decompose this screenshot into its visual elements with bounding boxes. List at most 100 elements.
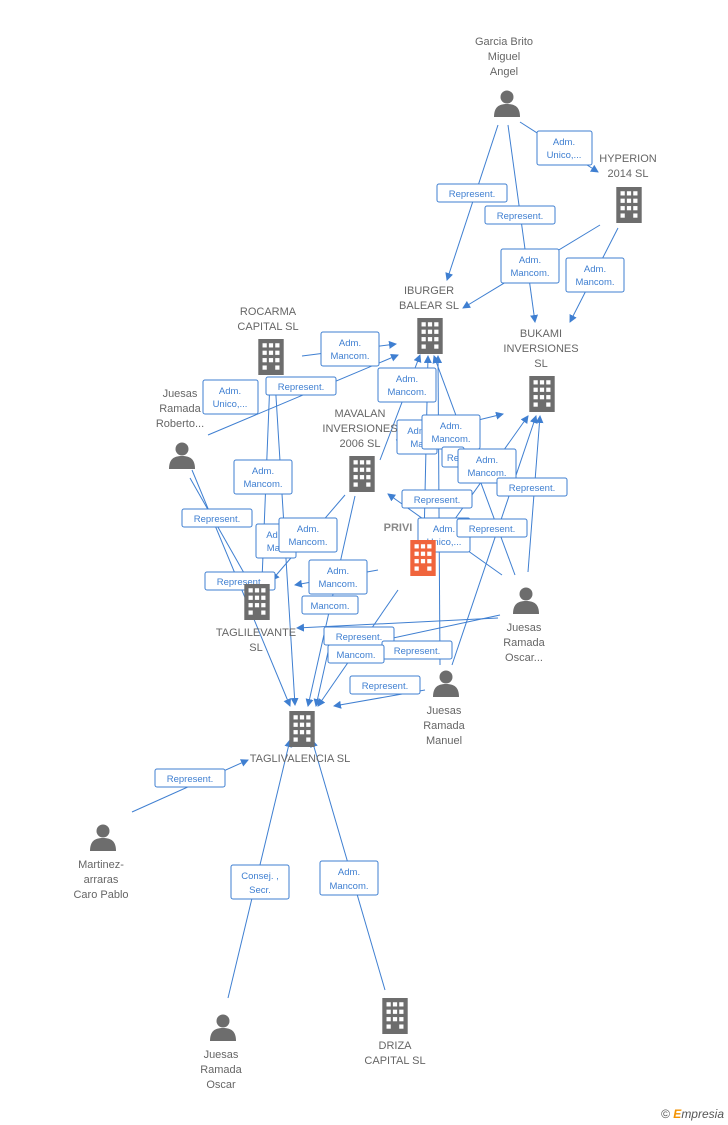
edge-label-represent[interactable]: Represent. (456, 518, 528, 538)
svg-text:Represent.: Represent. (449, 189, 495, 200)
brand-logo-text: mpresia (681, 1107, 724, 1121)
svg-text:Ramada: Ramada (159, 403, 201, 415)
edge-label-adm-mancom[interactable]: Adm.Mancom. (377, 367, 437, 403)
svg-text:Mancom.: Mancom. (431, 434, 470, 445)
svg-text:Mancom.: Mancom. (387, 387, 426, 398)
edge-label-adm-mancom[interactable]: Adm.Mancom. (500, 248, 560, 284)
svg-text:Mancom.: Mancom. (318, 579, 357, 590)
edge-label-consej-secr[interactable]: Consej. ,Secr. (230, 864, 290, 900)
person-icon (90, 824, 116, 851)
svg-text:PRIVI: PRIVI (384, 522, 413, 534)
svg-text:Ramada: Ramada (423, 720, 465, 732)
node-taglivalencia[interactable]: TAGLIVALENCIA SL (250, 711, 350, 765)
svg-text:ROCARMA: ROCARMA (240, 306, 297, 318)
building-icon (410, 540, 436, 576)
svg-text:Miguel: Miguel (488, 51, 520, 63)
svg-text:Adm: Adm (266, 530, 286, 541)
person-icon (169, 442, 195, 469)
svg-text:MAVALAN: MAVALAN (335, 408, 386, 420)
node-juesas-oscar[interactable]: Juesas Ramada Oscar (200, 1014, 243, 1092)
node-juesas-oscar-dots[interactable]: Juesas Ramada Oscar... (503, 587, 546, 665)
person-icon (210, 1014, 236, 1041)
node-garcia-brito[interactable]: Garcia Brito Miguel Angel (475, 36, 533, 117)
svg-text:TAGLILEVANTE: TAGLILEVANTE (216, 627, 296, 639)
node-rocarma[interactable]: ROCARMA CAPITAL SL (237, 306, 299, 375)
brand-logo-mark: E (673, 1107, 682, 1121)
svg-text:Represent.: Represent. (336, 632, 382, 643)
svg-text:Represent.: Represent. (362, 681, 408, 692)
svg-text:2014 SL: 2014 SL (608, 168, 649, 180)
node-bukami[interactable]: BUKAMI INVERSIONES SL (503, 328, 579, 412)
edge-label-adm-unico[interactable]: Adm.Unico,... (536, 130, 593, 166)
node-hyperion[interactable]: HYPERION 2014 SL (599, 153, 657, 223)
node-privi[interactable]: PRIVI (384, 522, 436, 576)
edge-label-represent[interactable]: Represent. (381, 640, 453, 660)
svg-text:Mancom.: Mancom. (510, 268, 549, 279)
svg-text:Garcia Brito: Garcia Brito (475, 36, 533, 48)
svg-text:Martinez-: Martinez- (78, 859, 124, 871)
svg-text:Manuel: Manuel (426, 735, 462, 747)
edge-label-adm-mancom[interactable]: Adm.Mancom. (565, 257, 625, 293)
svg-text:Represent.: Represent. (509, 483, 555, 494)
svg-text:Man: Man (267, 543, 285, 554)
svg-text:Unico,...: Unico,... (547, 150, 582, 161)
svg-text:Mancom.: Mancom. (288, 537, 327, 548)
node-mavalan[interactable]: MAVALAN INVERSIONES 2006 SL (322, 408, 398, 492)
svg-text:Adm.: Adm. (440, 421, 462, 432)
edge-label-adm-mancom[interactable]: Adm. Mancom. (421, 414, 481, 450)
node-martinez[interactable]: Martinez- arraras Caro Pablo (73, 824, 129, 902)
svg-text:Caro Pablo: Caro Pablo (73, 889, 128, 901)
svg-text:Adm.: Adm. (584, 264, 606, 275)
edge-label-adm-mancom[interactable]: Adm.Mancom. (278, 517, 338, 553)
edge-label-represent[interactable]: Represent. (401, 489, 473, 509)
svg-text:Juesas: Juesas (163, 388, 198, 400)
svg-text:Represent.: Represent. (497, 211, 543, 222)
svg-text:Adm.: Adm. (433, 524, 455, 535)
node-taglilevante[interactable]: TAGLILEVANTE SL (216, 584, 296, 654)
person-icon (513, 587, 539, 614)
svg-text:Consej. ,: Consej. , (241, 871, 279, 882)
svg-text:Adm.: Adm. (219, 386, 241, 397)
edge-label-adm-mancom[interactable]: Adm.Mancom. (308, 559, 368, 595)
edge-manuel-bukami (451, 415, 538, 666)
copyright-icon: © (661, 1107, 670, 1121)
svg-text:TAGLIVALENCIA SL: TAGLIVALENCIA SL (250, 753, 350, 765)
svg-text:BALEAR SL: BALEAR SL (399, 300, 459, 312)
edge-label-mancom[interactable]: Mancom. (301, 595, 359, 615)
building-icon (289, 711, 315, 747)
svg-text:Represent.: Represent. (394, 646, 440, 657)
building-icon (616, 187, 642, 223)
edge-label-adm-mancom[interactable]: Adm.Mancom. (319, 860, 379, 896)
svg-text:SL: SL (534, 358, 547, 370)
edge-label-adm-unico[interactable]: Adm.Unico,... (202, 379, 259, 415)
node-driza[interactable]: DRIZA CAPITAL SL (364, 998, 426, 1067)
svg-text:Adm.: Adm. (252, 466, 274, 477)
svg-text:Adm: Adm (407, 426, 427, 437)
edge-label-represent[interactable]: Represent. (436, 183, 508, 203)
node-juesas-manuel[interactable]: Juesas Ramada Manuel (423, 670, 466, 748)
svg-text:Unico,...: Unico,... (427, 537, 462, 548)
edge-label-represent[interactable]: Represent. (181, 508, 253, 528)
node-juesas-roberto[interactable]: Juesas Ramada Roberto... (156, 388, 204, 469)
svg-text:INVERSIONES: INVERSIONES (322, 423, 397, 435)
svg-text:Ramada: Ramada (200, 1064, 242, 1076)
svg-text:Juesas: Juesas (204, 1049, 239, 1061)
person-icon (494, 90, 520, 117)
svg-text:Represent.: Represent. (414, 495, 460, 506)
edge-label-mancom[interactable]: Mancom. (327, 644, 385, 664)
building-icon (349, 456, 375, 492)
edge-label-represent[interactable]: Represent. (154, 768, 226, 788)
building-icon (529, 376, 555, 412)
edge-label-represent[interactable]: Represent. (349, 675, 421, 695)
node-iburger[interactable]: IBURGER BALEAR SL (399, 285, 459, 354)
edge-label-represent[interactable]: Represent. (265, 376, 337, 396)
edge-label-represent[interactable]: Represent. (484, 205, 556, 225)
svg-text:Represent.: Represent. (217, 577, 263, 588)
svg-text:CAPITAL SL: CAPITAL SL (237, 321, 298, 333)
edge-label-adm-mancom[interactable]: Adm.Mancom. (457, 448, 517, 484)
edge-label-represent[interactable]: Represent. (496, 477, 568, 497)
svg-text:Re: Re (447, 453, 459, 464)
edge-label-adm-mancom[interactable]: Adm.Mancom. (320, 331, 380, 367)
edge-label-adm-mancom[interactable]: Adm.Mancom. (233, 459, 293, 495)
svg-text:Mancom.: Mancom. (336, 650, 375, 661)
